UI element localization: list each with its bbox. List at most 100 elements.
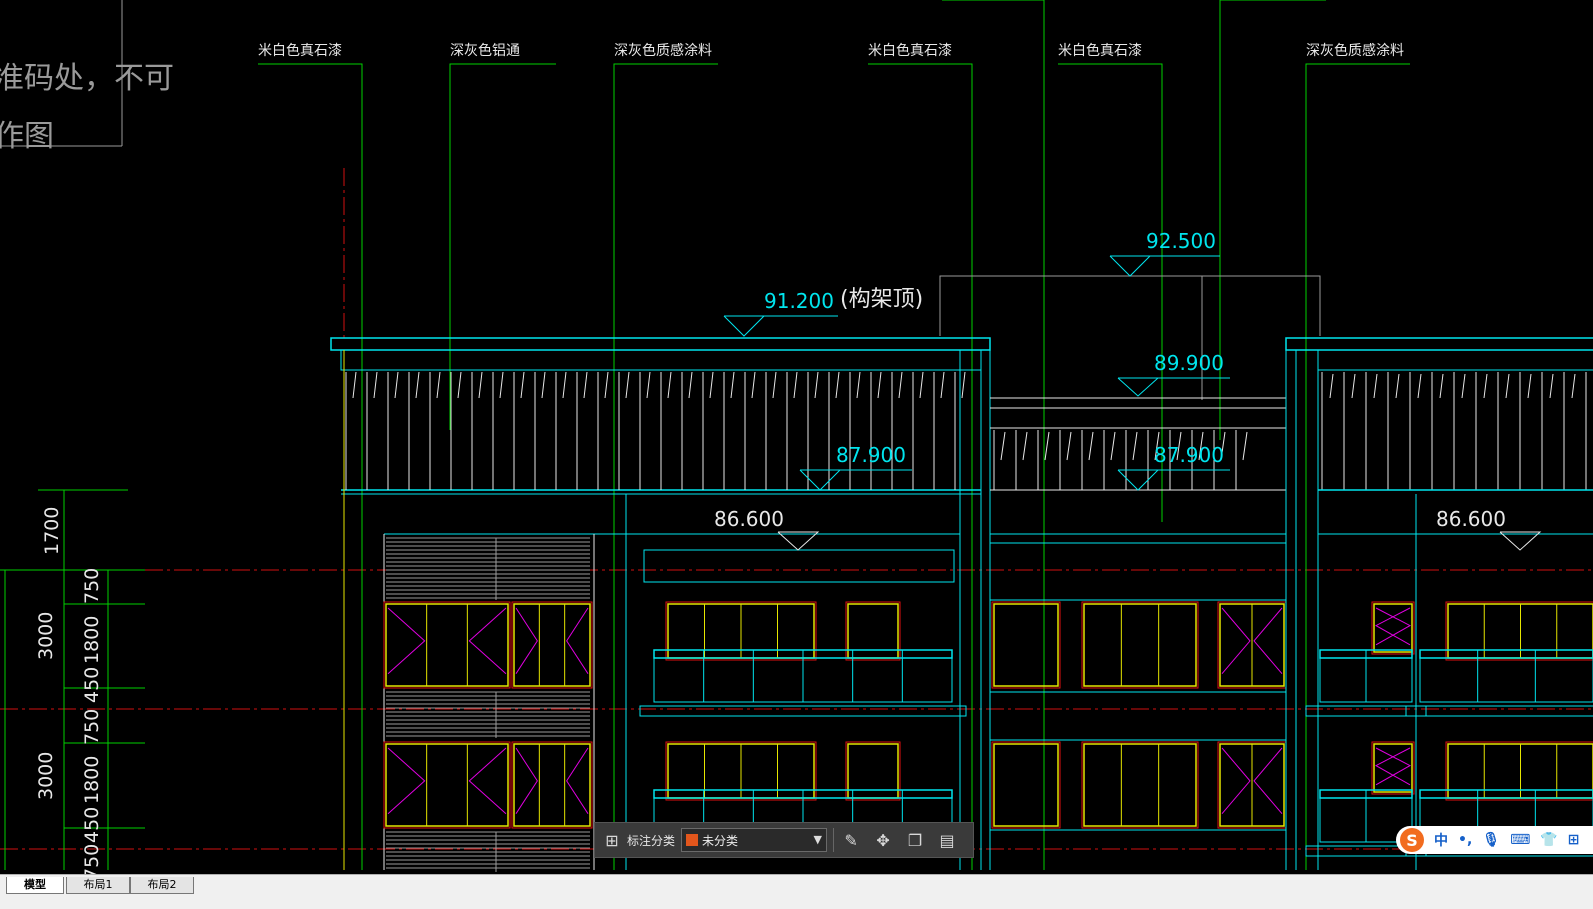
cad-drawing-canvas[interactable]: 准码处，不可 作图 米白色真石漆 深灰色铝通 深灰色质感涂料 米白色真: [0, 0, 1593, 888]
window-frame-outer: [383, 741, 511, 829]
elev-87900-b: 87.900: [1154, 443, 1224, 467]
elevation-markers: [723, 255, 1542, 551]
railing-slash: [667, 371, 672, 399]
callout-1: 米白色真石漆: [258, 42, 342, 59]
window-open-mark: [566, 747, 589, 814]
window-open-mark: [566, 607, 589, 674]
grid-axis-lines: [0, 168, 1593, 850]
window-frame: [1373, 603, 1413, 653]
center-building: [990, 397, 1286, 831]
window-frame: [1083, 743, 1197, 827]
railing-slash: [919, 371, 924, 399]
window-open-mark: [1253, 747, 1283, 815]
balcony-slab: [1405, 705, 1593, 717]
elev-87900-a: 87.900: [836, 443, 906, 467]
dim-450-b: 450: [81, 807, 103, 843]
window-frame-outer: [845, 741, 901, 801]
railing-slash: [352, 371, 357, 399]
window-open-mark: [387, 607, 426, 675]
paste-icon[interactable]: ▤: [939, 830, 955, 850]
note-line-1: 准码处，不可: [0, 61, 174, 96]
railing-slash: [1220, 431, 1226, 461]
elev-91200: 91.200: [764, 289, 834, 313]
window-frame: [993, 743, 1059, 827]
window-frame: [513, 603, 591, 687]
roof-railings: [345, 371, 1587, 490]
note-box: 准码处，不可 作图: [0, 0, 174, 154]
window-open-mark: [1375, 747, 1412, 786]
edit-icon[interactable]: ✎: [844, 830, 858, 850]
elev-note: (构架顶): [840, 287, 923, 312]
railing-slash: [1132, 431, 1138, 461]
window-frame-outer: [991, 741, 1061, 829]
railing-slash: [415, 371, 420, 399]
railing-slash: [1110, 431, 1116, 461]
railing-slash: [856, 371, 861, 399]
window-frame: [385, 743, 509, 827]
annotation-category-label: 标注分类: [627, 833, 676, 848]
move-icon[interactable]: ✥: [876, 830, 890, 850]
ime-punctuation[interactable]: •,: [1458, 832, 1473, 848]
shirt-icon[interactable]: 👕: [1540, 832, 1558, 848]
window-open-mark: [515, 747, 538, 814]
window-open-mark: [1221, 607, 1251, 675]
balcony-slab: [639, 705, 967, 717]
window-open-mark: [515, 607, 538, 674]
railing-slash: [373, 371, 378, 399]
window-open-mark: [1221, 747, 1251, 815]
tab-layout2[interactable]: 布局2: [130, 877, 194, 894]
railing-slash: [1176, 431, 1182, 461]
railing-slash: [1395, 373, 1400, 399]
railing-slash: [709, 371, 714, 399]
railing-slash: [1483, 373, 1488, 399]
copy-icon[interactable]: ❐: [907, 830, 923, 850]
sogou-logo-icon[interactable]: S: [1400, 828, 1424, 852]
ime-toolbar: S 中 •, 🎙 ⌨ 👕 ⊞: [1396, 826, 1593, 854]
balcony-slab: [1305, 705, 1427, 717]
window-frame-outer: [1081, 741, 1199, 829]
railing-slash: [394, 371, 399, 399]
window-open-mark: [1374, 747, 1411, 786]
leader-lines: [0, 0, 1410, 870]
dim-750-c: 750: [81, 844, 103, 880]
window-frame-outer: [665, 601, 817, 661]
ime-chinese-mode[interactable]: 中: [1434, 833, 1448, 849]
material-callouts: 米白色真石漆 深灰色铝通 深灰色质感涂料 米白色真石漆 米白色真石漆 深灰色质感…: [258, 42, 1404, 59]
annotation-category-select[interactable]: 未分类 ▼: [681, 828, 828, 852]
window-frame-outer: [665, 741, 817, 801]
dim-1800-a: 1800: [81, 616, 103, 664]
elev-86600-b: 86.600: [1436, 507, 1506, 531]
window-frame-outer: [511, 601, 593, 689]
balconies: [639, 649, 1593, 857]
window-frame-outer: [845, 601, 901, 661]
railing-slash: [730, 371, 735, 399]
category-select-value: 未分类: [702, 833, 739, 848]
tab-layout1[interactable]: 布局1: [66, 877, 130, 894]
railing-slash: [1351, 373, 1356, 399]
keyboard-icon[interactable]: ⌨: [1510, 832, 1531, 848]
railing-slash: [499, 371, 504, 399]
callout-3: 深灰色质感涂料: [614, 42, 712, 59]
dimension-labels: 1700 3000 3000 750 1800 450 750 1800 450…: [35, 507, 103, 880]
balcony-panel: [1419, 657, 1593, 703]
railing-slash: [1198, 431, 1204, 461]
window-frame-outer: [511, 741, 593, 829]
railing-slash: [835, 371, 840, 399]
window-open-mark: [1253, 607, 1283, 675]
category-grid-icon[interactable]: ⊞: [605, 830, 619, 850]
elev-92500: 92.500: [1146, 229, 1216, 253]
grid-icon[interactable]: ⊞: [1567, 832, 1580, 848]
railing-slash: [457, 371, 462, 399]
railing-slash: [1571, 373, 1576, 399]
mic-icon[interactable]: 🎙: [1482, 832, 1501, 848]
railing-slash: [1527, 373, 1532, 399]
tab-model[interactable]: 模型: [6, 877, 64, 894]
dim-1800-b: 1800: [81, 756, 103, 804]
railing-slash: [1373, 373, 1378, 399]
railing-slash: [646, 371, 651, 399]
railing-slash: [1417, 373, 1422, 399]
railing-slash: [1549, 373, 1554, 399]
window-open-mark: [1374, 607, 1411, 646]
railing-slash: [1022, 431, 1028, 461]
window-frame: [993, 603, 1059, 687]
